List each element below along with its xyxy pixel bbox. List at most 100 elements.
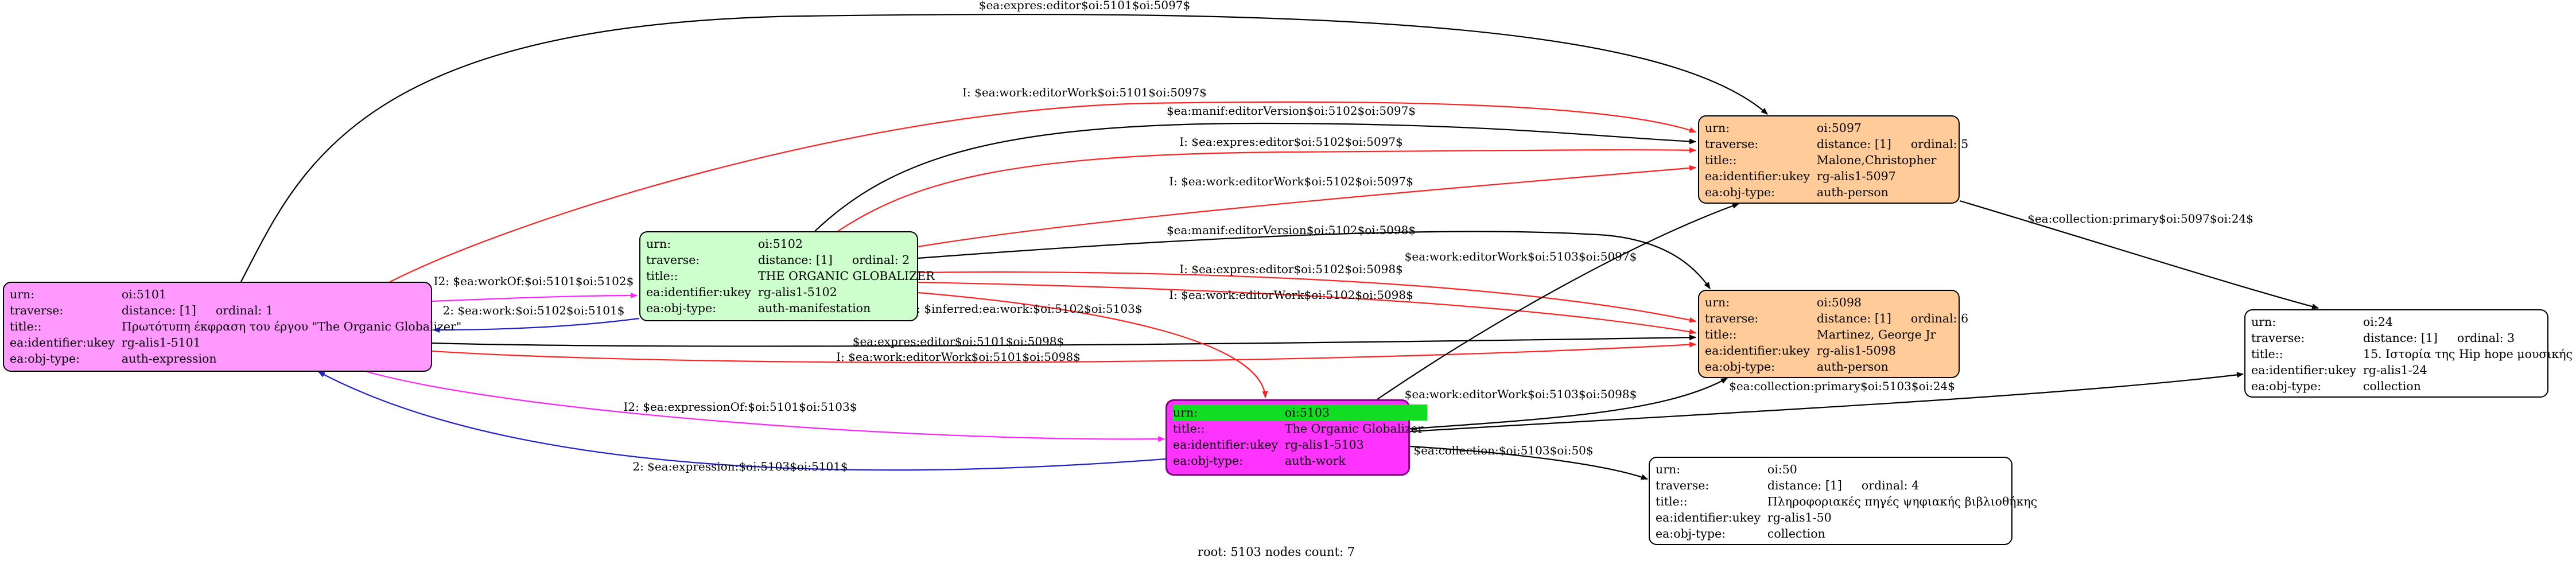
field-value: Πληροφοριακές πηγές ψηφιακής βιβλιοθήκης bbox=[1764, 493, 2041, 509]
field-key: title:: bbox=[646, 269, 678, 283]
field-value-text: oi:5103 bbox=[1284, 406, 1330, 419]
node-field-row: title::The Organic Globalizer bbox=[1173, 421, 1427, 437]
field-value: 15. Ιστορία της Hip hope μουσικής bbox=[2360, 346, 2576, 362]
edge-e11 bbox=[432, 334, 1696, 347]
field-key: ea:obj-type: bbox=[1705, 185, 1775, 199]
field-value: rg-alis1-50 bbox=[1764, 509, 2041, 526]
field-value-text: Malone,Christopher bbox=[1816, 153, 1937, 167]
node-field-row: ea:identifier:ukey rg-alis1-24 bbox=[2251, 362, 2576, 378]
field-ordinal: ordinal: 3 bbox=[2457, 331, 2515, 345]
edge-e2 bbox=[390, 101, 1696, 282]
field-key: title:: bbox=[1173, 422, 1205, 435]
edge-label-layer: $ea:expres:editor$oi:5101$oi:5097$ I: $ea… bbox=[434, 0, 2253, 473]
field-value: distance: [1] ordinal: 6 bbox=[1813, 310, 1972, 326]
field-key: ea:identifier:ukey bbox=[1173, 438, 1278, 452]
edge-e12 bbox=[432, 341, 1696, 363]
field-key: urn: bbox=[1705, 121, 1730, 135]
node-field-row: ea:obj-type:auth-work bbox=[1173, 453, 1427, 469]
node-field-row: ea:obj-type:auth-expression bbox=[10, 351, 465, 367]
field-value-text: rg-alis1-50 bbox=[1767, 511, 1832, 524]
edge-e4 bbox=[837, 147, 1696, 232]
field-value: rg-alis1-5103 bbox=[1281, 437, 1427, 453]
field-value-text: collection bbox=[1767, 527, 1825, 540]
field-value: auth-person bbox=[1813, 359, 1972, 375]
edge-label: $ea:collection:$oi:5103$oi:50$ bbox=[1413, 444, 1593, 457]
field-value-text: 15. Ιστορία της Hip hope μουσικής bbox=[2363, 347, 2573, 361]
field-value-text: Πληροφοριακές πηγές ψηφιακής βιβλιοθήκης bbox=[1767, 495, 2038, 508]
edge-e7 bbox=[918, 271, 1696, 323]
field-value-text: Πρωτότυπη έκφραση του έργου "The Organic… bbox=[121, 320, 462, 333]
node-field-row: ea:obj-type: auth-person bbox=[1705, 184, 1972, 200]
field-key: ea:obj-type: bbox=[1656, 527, 1726, 540]
field-value: distance: [1] ordinal: 3 bbox=[2360, 330, 2576, 346]
field-value: Πρωτότυπη έκφραση του έργου "The Organic… bbox=[118, 318, 465, 334]
edge-label: $ea:expres:editor$oi:5101$oi:5098$ bbox=[853, 334, 1064, 348]
field-value-text: rg-alis1-5103 bbox=[1284, 438, 1364, 452]
field-value-text: distance: [1] bbox=[1767, 479, 1842, 492]
field-key: title:: bbox=[1705, 328, 1737, 341]
edge-label: $ea:manif:editorVersion$oi:5102$oi:5098$ bbox=[1167, 223, 1416, 237]
field-key: ea:identifier:ukey bbox=[1656, 511, 1761, 524]
edge-label: I: $inferred:ea:work:$oi:5102$oi:5103$ bbox=[912, 302, 1142, 316]
field-value-text: distance: [1] bbox=[1816, 312, 1891, 325]
field-value-text: distance: [1] bbox=[2363, 331, 2438, 345]
node-field-row: title::Πληροφοριακές πηγές ψηφιακής βιβλ… bbox=[1656, 493, 2041, 509]
edge-label: 2: $ea:expression:$oi:5103$oi:5101$ bbox=[632, 460, 848, 473]
field-value: oi:5097 bbox=[1813, 120, 1972, 136]
field-value-text: rg-alis1-5101 bbox=[121, 336, 201, 349]
edge-label: I: $ea:expres:editor$oi:5102$oi:5098$ bbox=[1179, 262, 1403, 276]
field-value: auth-person bbox=[1813, 184, 1972, 200]
field-value-text: distance: [1] bbox=[757, 253, 833, 267]
field-value: Martinez, George Jr bbox=[1813, 326, 1972, 343]
edge-e6 bbox=[918, 231, 1711, 289]
node-field-row: urn:oi:5098 bbox=[1705, 294, 1972, 310]
field-value-text: auth-person bbox=[1816, 360, 1889, 374]
field-value: oi:5103 bbox=[1281, 404, 1427, 421]
field-ordinal: ordinal: 6 bbox=[1910, 312, 1969, 325]
node-field-row: ea:identifier:ukey rg-alis1-50 bbox=[1656, 509, 2041, 526]
edge-label: $ea:manif:editorVersion$oi:5102$oi:5097$ bbox=[1167, 104, 1416, 118]
field-value: rg-alis1-24 bbox=[2360, 362, 2576, 378]
field-value-text: auth-work bbox=[1284, 454, 1346, 468]
edge-e20 bbox=[318, 371, 1166, 471]
edge-label: $ea:collection:primary$oi:5097$oi:24$ bbox=[2027, 212, 2253, 225]
field-value: THE ORGANIC GLOBALIZER bbox=[755, 268, 938, 284]
field-value-text: rg-alis1-5098 bbox=[1816, 344, 1896, 357]
field-value: distance: [1]ordinal: 1 bbox=[118, 302, 465, 318]
field-value: collection bbox=[1764, 526, 2041, 542]
node-field-row: traverse:distance: [1]ordinal: 6 bbox=[1705, 310, 1972, 326]
field-value-text: oi:5097 bbox=[1816, 121, 1862, 135]
edge-label: $ea:expres:editor$oi:5101$oi:5097$ bbox=[979, 0, 1191, 12]
field-ordinal: ordinal: 2 bbox=[852, 253, 910, 267]
field-value: distance: [1] ordinal: 2 bbox=[755, 252, 938, 268]
edge-e16 bbox=[1959, 200, 2319, 310]
field-key: ea:identifier:ukey bbox=[2251, 363, 2356, 377]
field-value: auth-work bbox=[1281, 453, 1427, 469]
field-value-text: auth-manifestation bbox=[757, 301, 871, 315]
field-value: oi:24 bbox=[2360, 314, 2576, 330]
edge-e19 bbox=[367, 371, 1165, 442]
node-field-row: traverse:distance: [1]ordinal: 5 bbox=[1705, 136, 1972, 152]
node-field-row: urn:oi:50 bbox=[1656, 461, 2041, 477]
field-value-text: The Organic Globalizer bbox=[1284, 422, 1424, 435]
node-field-row: title::Πρωτότυπη έκφραση του έργου "The … bbox=[10, 318, 465, 334]
field-value: oi:5098 bbox=[1813, 294, 1972, 310]
edge-label: I2: $ea:workOf:$oi:5101$oi:5102$ bbox=[434, 274, 634, 288]
edge-e17 bbox=[1409, 372, 2244, 433]
field-value-text: auth-expression bbox=[121, 352, 217, 365]
